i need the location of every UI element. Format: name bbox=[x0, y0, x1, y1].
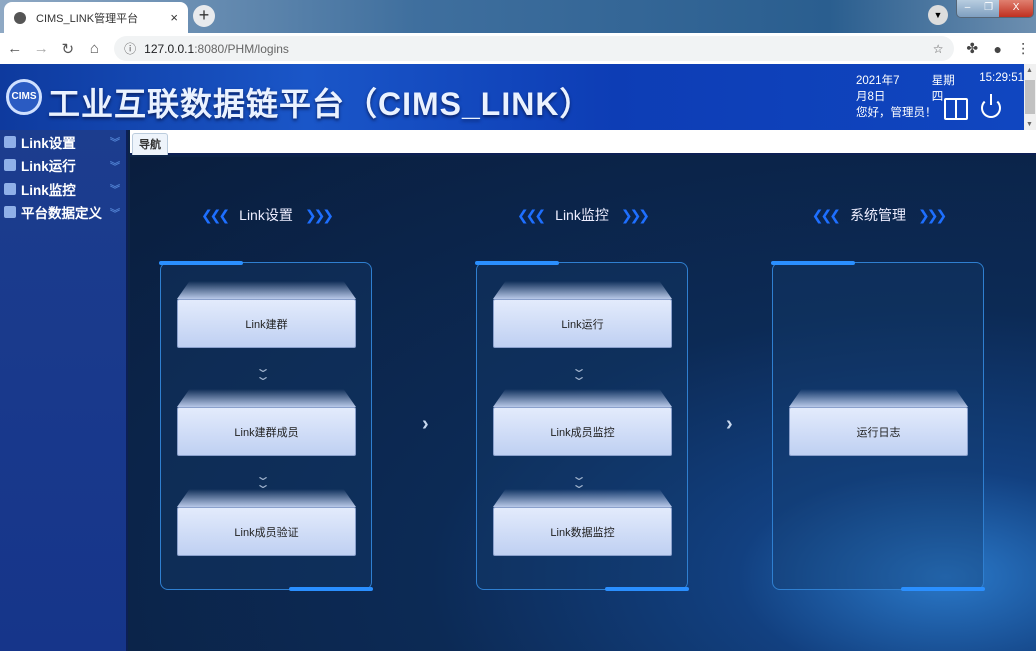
nav-card[interactable]: Link运行 bbox=[493, 281, 672, 348]
sidebar-item-link-run[interactable]: Link运行 ︾ bbox=[0, 154, 126, 178]
chevron-double-down-icon: ⌄⌄ bbox=[570, 361, 588, 383]
logo: CIMS bbox=[6, 79, 42, 115]
home-icon[interactable]: ⌂ bbox=[89, 40, 99, 57]
arrow-right-icon: › bbox=[422, 413, 429, 435]
card-label: Link建群 bbox=[177, 299, 356, 348]
date: 2021年7月8日 bbox=[856, 75, 900, 103]
close-window-icon[interactable]: X bbox=[999, 0, 1033, 17]
media-icon[interactable]: ▼ bbox=[928, 5, 948, 25]
cube-icon bbox=[4, 206, 16, 219]
column-title: ❮❮❮ Link设置 ❯❯❯ bbox=[146, 205, 386, 225]
url-host: 127.0.0.1 bbox=[144, 41, 195, 56]
grid-icon bbox=[4, 135, 16, 148]
nav-card[interactable]: 运行日志 bbox=[789, 389, 968, 456]
column-panel: 运行日志 bbox=[771, 261, 985, 591]
scrollbar[interactable]: ▲▼ bbox=[1024, 64, 1036, 130]
column-title: ❮❮❮ 系统管理 ❯❯❯ bbox=[758, 205, 998, 225]
navigation-panel: ❮❮❮ Link设置 ❯❯❯ Link建群 ⌄⌄ Link建群成员 ⌄⌄ Link成员验证 ❮❮… bbox=[130, 157, 1036, 651]
browser-tab-bar: CIMS_LINK管理平台 × + ▼ – ❐ X bbox=[0, 0, 1036, 33]
arrow-right-icon: › bbox=[726, 413, 733, 435]
nav-card[interactable]: Link成员监控 bbox=[493, 389, 672, 456]
chevron-double-down-icon: ⌄⌄ bbox=[570, 469, 588, 491]
card-bevel bbox=[789, 389, 968, 407]
power-icon[interactable] bbox=[981, 94, 1001, 118]
app-header: CIMS 工业互联数据链平台（CIMS_LINK） 2021年7月8日 星期四 … bbox=[0, 64, 1024, 130]
sidebar-item-data-definition[interactable]: 平台数据定义 ︾ bbox=[0, 201, 126, 225]
card-label: Link建群成员 bbox=[177, 407, 356, 456]
card-bevel bbox=[177, 489, 356, 507]
back-icon[interactable]: ← bbox=[7, 40, 23, 57]
tab-title: CIMS_LINK管理平台 bbox=[36, 12, 139, 25]
nav-card[interactable]: Link成员验证 bbox=[177, 489, 356, 556]
sidebar-item-label: Link监控 bbox=[21, 182, 76, 198]
monitor-icon bbox=[4, 182, 16, 195]
nav-card[interactable]: Link建群 bbox=[177, 281, 356, 348]
address-bar-row: ← → ↻ ⌂ ⓘ 127.0.0.1:8080/PHM/logins ☆ ✤ … bbox=[0, 33, 1036, 64]
time: 15:29:51 bbox=[979, 72, 1024, 84]
chevron-double-down-icon: ⌄⌄ bbox=[254, 469, 272, 491]
refresh-icon bbox=[4, 159, 16, 172]
column-title-text: 系统管理 bbox=[850, 207, 906, 223]
app-title: 工业互联数据链平台（CIMS_LINK） bbox=[48, 86, 593, 122]
card-bevel bbox=[493, 489, 672, 507]
card-label: Link运行 bbox=[493, 299, 672, 348]
content-tabs: 导航 bbox=[130, 130, 1036, 155]
nav-card[interactable]: Link数据监控 bbox=[493, 489, 672, 556]
chevron-down-icon: ︾ bbox=[110, 185, 120, 197]
column-panel: Link运行 ⌄⌄ Link成员监控 ⌄⌄ Link数据监控 bbox=[475, 261, 689, 591]
window-controls: – ❐ X bbox=[956, 0, 1034, 18]
card-label: Link成员验证 bbox=[177, 507, 356, 556]
url-input[interactable]: ⓘ 127.0.0.1:8080/PHM/logins ☆ bbox=[114, 36, 954, 61]
weekday: 星期四 bbox=[931, 75, 955, 103]
sidebar-item-label: Link设置 bbox=[21, 135, 76, 151]
new-tab-button[interactable]: + bbox=[193, 5, 215, 27]
menu-kebab-icon[interactable]: ⋮ bbox=[1016, 40, 1031, 56]
card-label: Link数据监控 bbox=[493, 507, 672, 556]
chevrons-right-icon: ❯❯❯ bbox=[620, 207, 650, 223]
chevrons-right-icon: ❯❯❯ bbox=[918, 207, 947, 223]
chevrons-right-icon: ❯❯❯ bbox=[304, 207, 334, 223]
column-panel: Link建群 ⌄⌄ Link建群成员 ⌄⌄ Link成员验证 bbox=[159, 261, 373, 591]
sidebar-item-link-monitor[interactable]: Link监控 ︾ bbox=[0, 177, 126, 201]
bookmark-star-icon[interactable]: ☆ bbox=[932, 41, 944, 56]
chevrons-left-icon: ❮❮❮ bbox=[516, 207, 546, 223]
sidebar-item-link-settings[interactable]: Link设置 ︾ bbox=[0, 130, 126, 154]
forward-icon[interactable]: → bbox=[33, 40, 49, 57]
sidebar-item-label: 平台数据定义 bbox=[21, 206, 102, 222]
card-label: Link成员监控 bbox=[493, 407, 672, 456]
url-path: :8080/PHM/logins bbox=[194, 41, 289, 56]
chevrons-left-icon: ❮❮❮ bbox=[200, 207, 230, 223]
chevron-down-icon: ︾ bbox=[110, 208, 120, 220]
reload-icon[interactable]: ↻ bbox=[61, 40, 75, 58]
column-title: ❮❮❮ Link监控 ❯❯❯ bbox=[462, 205, 702, 225]
column-title-text: Link设置 bbox=[239, 207, 293, 223]
profile-avatar[interactable]: ● bbox=[993, 40, 1002, 57]
datetime: 2021年7月8日 星期四 15:29:51 bbox=[856, 72, 1024, 104]
browser-tab[interactable]: CIMS_LINK管理平台 × bbox=[4, 2, 188, 33]
tab-navigation[interactable]: 导航 bbox=[132, 133, 168, 155]
greeting: 您好，管理员！ bbox=[856, 107, 937, 119]
extensions-icon[interactable]: ✤ bbox=[966, 40, 979, 56]
chevron-double-down-icon: ⌄⌄ bbox=[254, 361, 272, 383]
card-label: 运行日志 bbox=[789, 407, 968, 456]
chevron-down-icon: ︾ bbox=[110, 138, 120, 150]
info-icon[interactable]: ⓘ bbox=[124, 42, 137, 56]
column-title-text: Link监控 bbox=[555, 207, 609, 223]
sidebar: Link设置 ︾ Link运行 ︾ Link监控 ︾ 平台数据定义 ︾ bbox=[0, 130, 128, 651]
nav-card[interactable]: Link建群成员 bbox=[177, 389, 356, 456]
minimize-icon[interactable]: – bbox=[957, 0, 979, 17]
globe-icon bbox=[14, 11, 26, 24]
card-bevel bbox=[493, 281, 672, 299]
restore-icon[interactable]: ❐ bbox=[978, 0, 1000, 17]
book-icon[interactable] bbox=[944, 98, 968, 120]
close-tab-icon[interactable]: × bbox=[170, 10, 178, 25]
sidebar-item-label: Link运行 bbox=[21, 159, 76, 175]
chevrons-left-icon: ❮❮❮ bbox=[811, 207, 841, 223]
card-bevel bbox=[493, 389, 672, 407]
card-bevel bbox=[177, 281, 356, 299]
chevron-down-icon: ︾ bbox=[110, 161, 120, 173]
card-bevel bbox=[177, 389, 356, 407]
